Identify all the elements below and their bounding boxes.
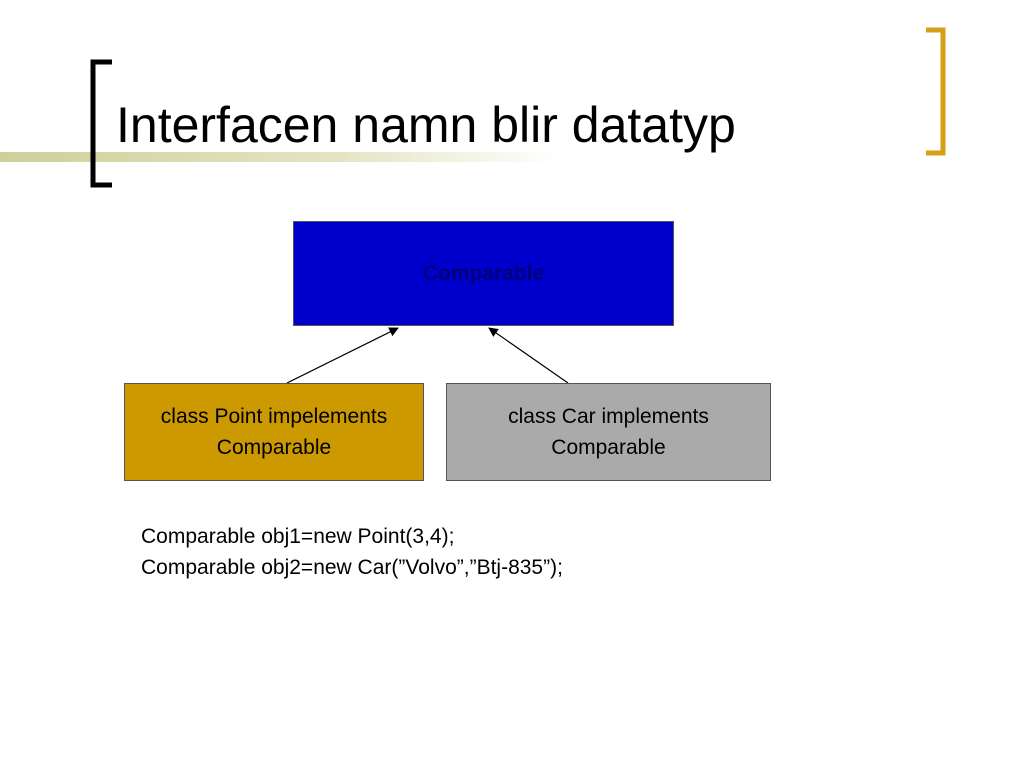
interface-comparable-box: Comparable xyxy=(293,221,674,326)
class-car-box: class Car implements Comparable xyxy=(446,383,771,481)
class-car-line1: class Car implements xyxy=(508,405,709,428)
right-bracket-decoration xyxy=(926,27,946,156)
code-line-obj1: Comparable obj1=new Point(3,4); xyxy=(141,525,455,548)
slide-title: Interfacen namn blir datatyp xyxy=(116,97,736,153)
left-bracket-decoration xyxy=(90,59,112,188)
title-accent-stripe xyxy=(0,152,560,162)
class-point-line1: class Point impelements xyxy=(160,405,388,428)
class-point-line2: Comparable xyxy=(216,436,332,459)
class-car-line2: Comparable xyxy=(551,436,666,459)
arrow-car-to-comparable xyxy=(488,327,569,384)
arrow-point-to-comparable xyxy=(286,327,399,384)
code-example: Comparable obj1=new Point(3,4); Comparab… xyxy=(141,521,563,583)
code-line-obj2: Comparable obj2=new Car(”Volvo”,”Btj-835… xyxy=(141,556,563,579)
interface-label: Comparable xyxy=(422,262,545,285)
class-point-box: class Point impelements Comparable xyxy=(124,383,424,481)
